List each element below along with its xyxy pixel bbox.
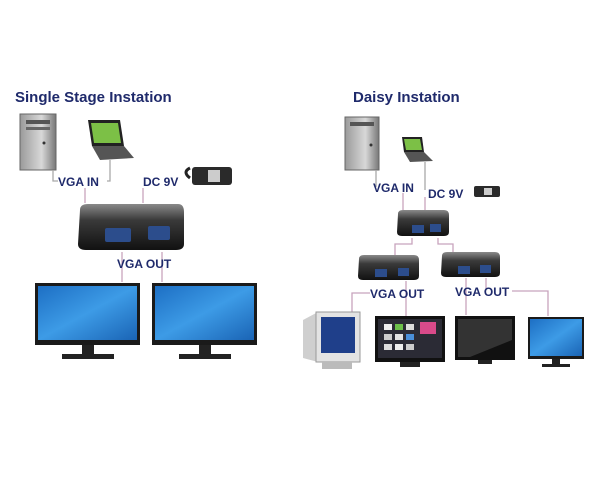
pc-tower-icon: [344, 116, 380, 171]
vga-in-label: VGA IN: [58, 175, 99, 189]
vga-out-label-right: VGA OUT: [455, 285, 510, 299]
monitor-icon: [152, 283, 257, 359]
wire: [351, 292, 370, 312]
pc-tower-icon: [19, 113, 57, 171]
laptop-icon: [402, 137, 433, 162]
crt-monitor-icon: [303, 311, 361, 369]
wire: [52, 170, 58, 182]
power-adapter-icon: [184, 166, 232, 185]
wire: [437, 238, 454, 254]
wire: [107, 160, 111, 182]
laptop-icon: [88, 120, 134, 160]
vga-port-icon: [105, 228, 131, 242]
vga-in-label: VGA IN: [373, 181, 414, 195]
daisy-title: Daisy Instation: [353, 89, 460, 106]
vga-splitter-box: [78, 204, 184, 250]
power-adapter-icon: [474, 186, 500, 197]
dc-9v-label: DC 9V: [428, 187, 463, 201]
vga-splitter-box-main: [397, 210, 449, 236]
wire: [512, 290, 549, 316]
tv-icon: [455, 316, 515, 364]
vga-out-label: VGA OUT: [117, 257, 172, 271]
wire: [394, 238, 413, 256]
dc-9v-label: DC 9V: [143, 175, 178, 189]
smart-tv-icon: [375, 316, 445, 367]
single-stage-title: Single Stage Instation: [15, 89, 172, 106]
vga-splitter-box-right: [441, 252, 500, 277]
vga-out-label-left: VGA OUT: [370, 287, 425, 301]
single-stage-section: Single Stage Instation VGA IN DC 9V: [15, 89, 257, 359]
daisy-section: Daisy Instation VGA IN DC 9V: [303, 89, 584, 369]
vga-port-icon: [148, 226, 170, 240]
monitor-icon: [35, 283, 140, 359]
vga-splitter-box-left: [358, 255, 419, 280]
monitor-icon: [528, 317, 584, 367]
